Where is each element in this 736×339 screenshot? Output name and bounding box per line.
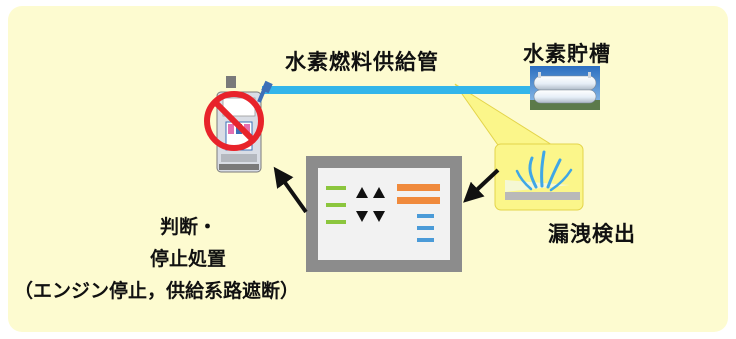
hydrogen-tank-icon	[530, 66, 600, 110]
control-panel-icon	[306, 156, 462, 272]
stop-detail-label: （エンジン停止，供給系路遮断）	[14, 280, 300, 302]
arrow-controller-to-dispenser	[273, 166, 308, 214]
pipe-label: 水素燃料供給管	[285, 50, 439, 74]
stop-action-label: 停止処置	[150, 248, 227, 270]
leak-detector-box	[494, 143, 584, 211]
supply-pipe	[262, 86, 532, 94]
arrow-detector-to-controller	[463, 168, 500, 203]
prohibition-sign-icon	[204, 91, 264, 151]
gas-leak-icon	[505, 150, 580, 200]
leak-detection-label: 漏洩検出	[548, 222, 636, 246]
fuel-dispenser-icon	[216, 76, 273, 173]
judgment-label: 判断・	[160, 216, 218, 238]
tank-label: 水素貯槽	[523, 42, 611, 66]
